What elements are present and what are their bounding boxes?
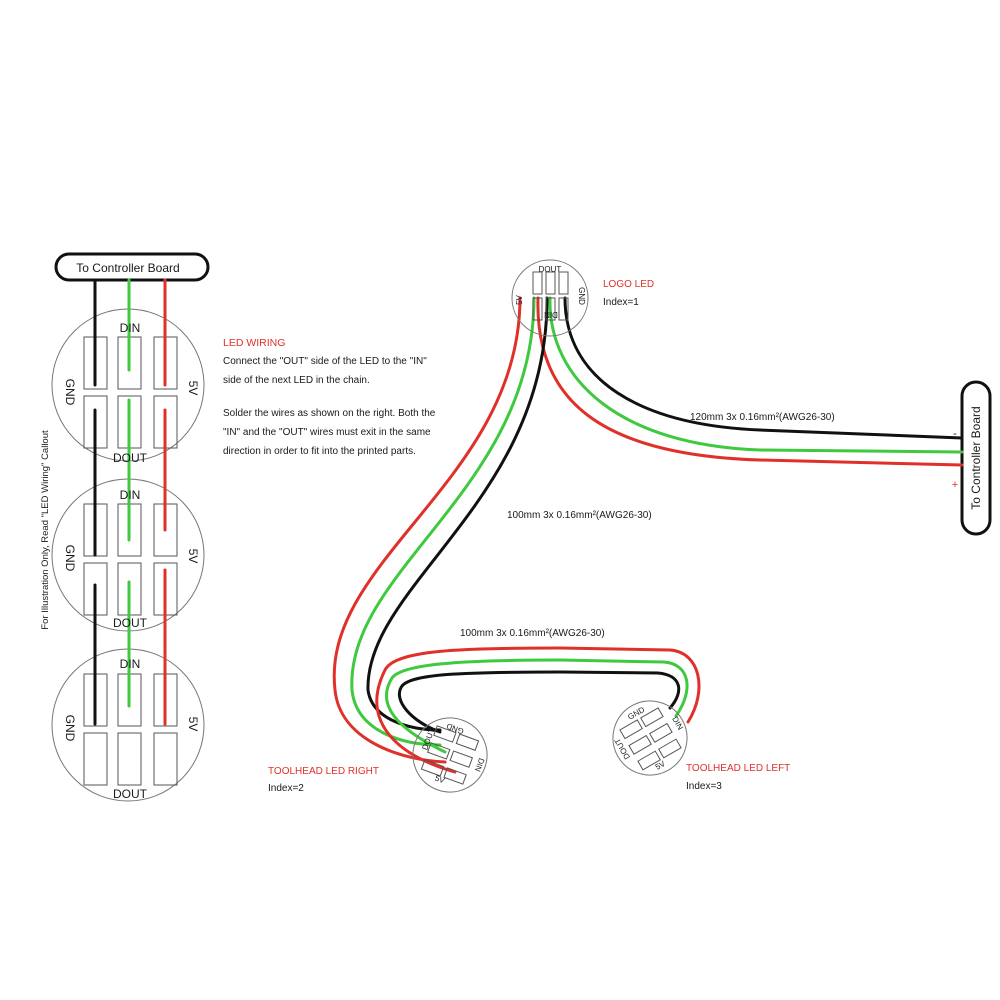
right-controller-label: To Controller Board (969, 406, 983, 509)
logo-led-index: Index=1 (603, 297, 639, 308)
cable-100mm-b-label: 100mm 3x 0.16mm²(AWG26-30) (460, 628, 605, 639)
toolhead-right-gnd-label: GND (445, 721, 465, 736)
left-led-3-din-label: DIN (120, 657, 141, 671)
left-led-2-gnd-label: GND (63, 545, 77, 572)
logo-led (511, 259, 589, 337)
toolhead-led-right (412, 717, 488, 793)
left-led-1-dout-label: DOUT (113, 451, 148, 465)
left-wires (93, 278, 167, 726)
toolhead-led-left (612, 700, 688, 776)
led-wiring-line5: direction in order to fit into the print… (223, 446, 416, 457)
left-led-1-5v-label: 5V (186, 381, 200, 396)
cable-100mm-b (375, 646, 701, 774)
minus-sign: - (953, 428, 957, 440)
illustration-note: For Illustration Only, Read "LED Wiring"… (40, 430, 51, 630)
toolhead-left-dout-label: DOUT (613, 737, 632, 761)
cable-120mm-label: 120mm 3x 0.16mm²(AWG26-30) (690, 412, 835, 423)
left-led-2-din-label: DIN (120, 488, 141, 502)
logo-led-din-label: DIN (544, 310, 558, 319)
left-led-3-dout-label: DOUT (113, 787, 148, 801)
led-wiring-line1: Connect the "OUT" side of the LED to the… (223, 356, 427, 367)
plus-sign: + (952, 479, 958, 491)
led-wiring-line2: side of the next LED in the chain. (223, 375, 370, 386)
toolhead-left-5v-label: 5V (654, 759, 668, 772)
toolhead-left-index: Index=3 (686, 781, 722, 792)
toolhead-right-5v-label: 5V (434, 774, 447, 786)
cable-100mm-a (332, 296, 549, 764)
left-led-3-gnd-label: GND (63, 715, 77, 742)
toolhead-left-title: TOOLHEAD LED LEFT (686, 763, 790, 774)
left-led-2-5v-label: 5V (186, 549, 200, 564)
left-controller-label: To Controller Board (76, 261, 179, 275)
logo-led-gnd-label: GND (577, 287, 586, 305)
led-wiring-title: LED WIRING (223, 337, 285, 349)
led-wiring-line4: "IN" and the "OUT" wires must exit in th… (223, 427, 431, 438)
cable-100mm-a-label: 100mm 3x 0.16mm²(AWG26-30) (507, 510, 652, 521)
left-led-3-5v-label: 5V (186, 717, 200, 732)
left-controller-board (54, 252, 210, 282)
left-led-1-din-label: DIN (120, 321, 141, 335)
left-led-1-gnd-label: GND (63, 379, 77, 406)
toolhead-right-title: TOOLHEAD LED RIGHT (268, 766, 379, 777)
cable-120mm (536, 296, 964, 467)
toolhead-right-index: Index=2 (268, 783, 304, 794)
logo-led-dout-label: DOUT (539, 265, 562, 274)
logo-led-title: LOGO LED (603, 279, 654, 290)
toolhead-right-din-label: DIN (473, 757, 486, 773)
toolhead-left-din-label: DIN (670, 715, 685, 732)
led-wiring-line3: Solder the wires as shown on the right. … (223, 408, 436, 419)
logo-led-5v-label: 5V (515, 294, 524, 304)
right-controller-board (960, 380, 992, 536)
left-led-2-dout-label: DOUT (113, 616, 148, 630)
